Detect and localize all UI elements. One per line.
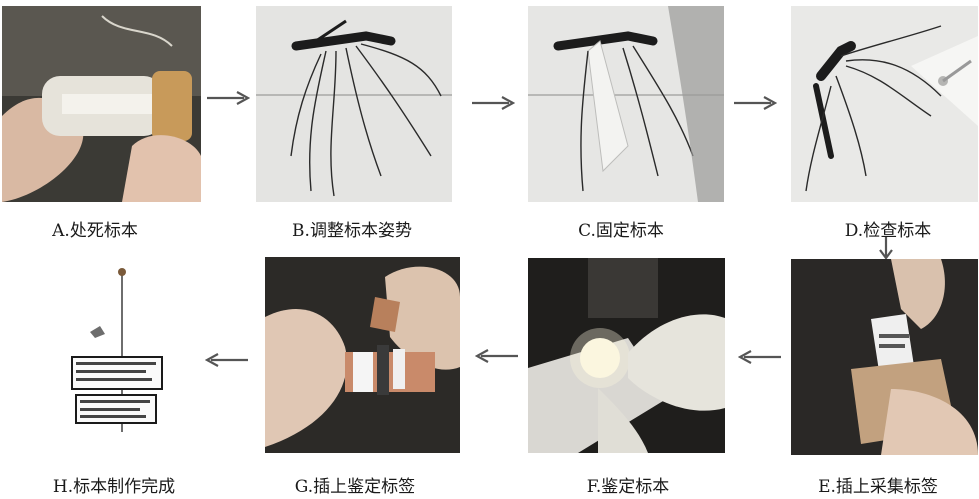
caption-a: A.处死标本	[52, 216, 138, 241]
arrow-f-to-g	[475, 349, 519, 363]
photo-a-kill-specimen	[2, 6, 201, 202]
caption-e: E.插上采集标签	[818, 472, 938, 497]
photo-b-adjust-posture	[256, 6, 452, 202]
photo-f-identify-specimen	[528, 258, 725, 453]
arrow-a-to-b	[206, 91, 250, 105]
photo-g-insert-id-label	[265, 257, 460, 453]
caption-g: G.插上鉴定标签	[295, 472, 415, 497]
photo-h-finished-specimen	[50, 262, 175, 452]
arrow-e-to-f	[738, 350, 782, 364]
arrow-c-to-d	[733, 96, 777, 110]
photo-c-fix-specimen	[528, 6, 724, 202]
photo-d-check-specimen	[791, 6, 978, 202]
caption-f: F.鉴定标本	[587, 472, 670, 497]
arrow-b-to-c	[471, 96, 515, 110]
caption-h: H.标本制作完成	[53, 472, 175, 497]
arrow-g-to-h	[205, 353, 249, 367]
caption-b: B.调整标本姿势	[292, 216, 412, 241]
arrow-d-to-e	[879, 236, 893, 260]
caption-c: C.固定标本	[578, 216, 664, 241]
photo-e-insert-collection-label	[791, 259, 978, 455]
